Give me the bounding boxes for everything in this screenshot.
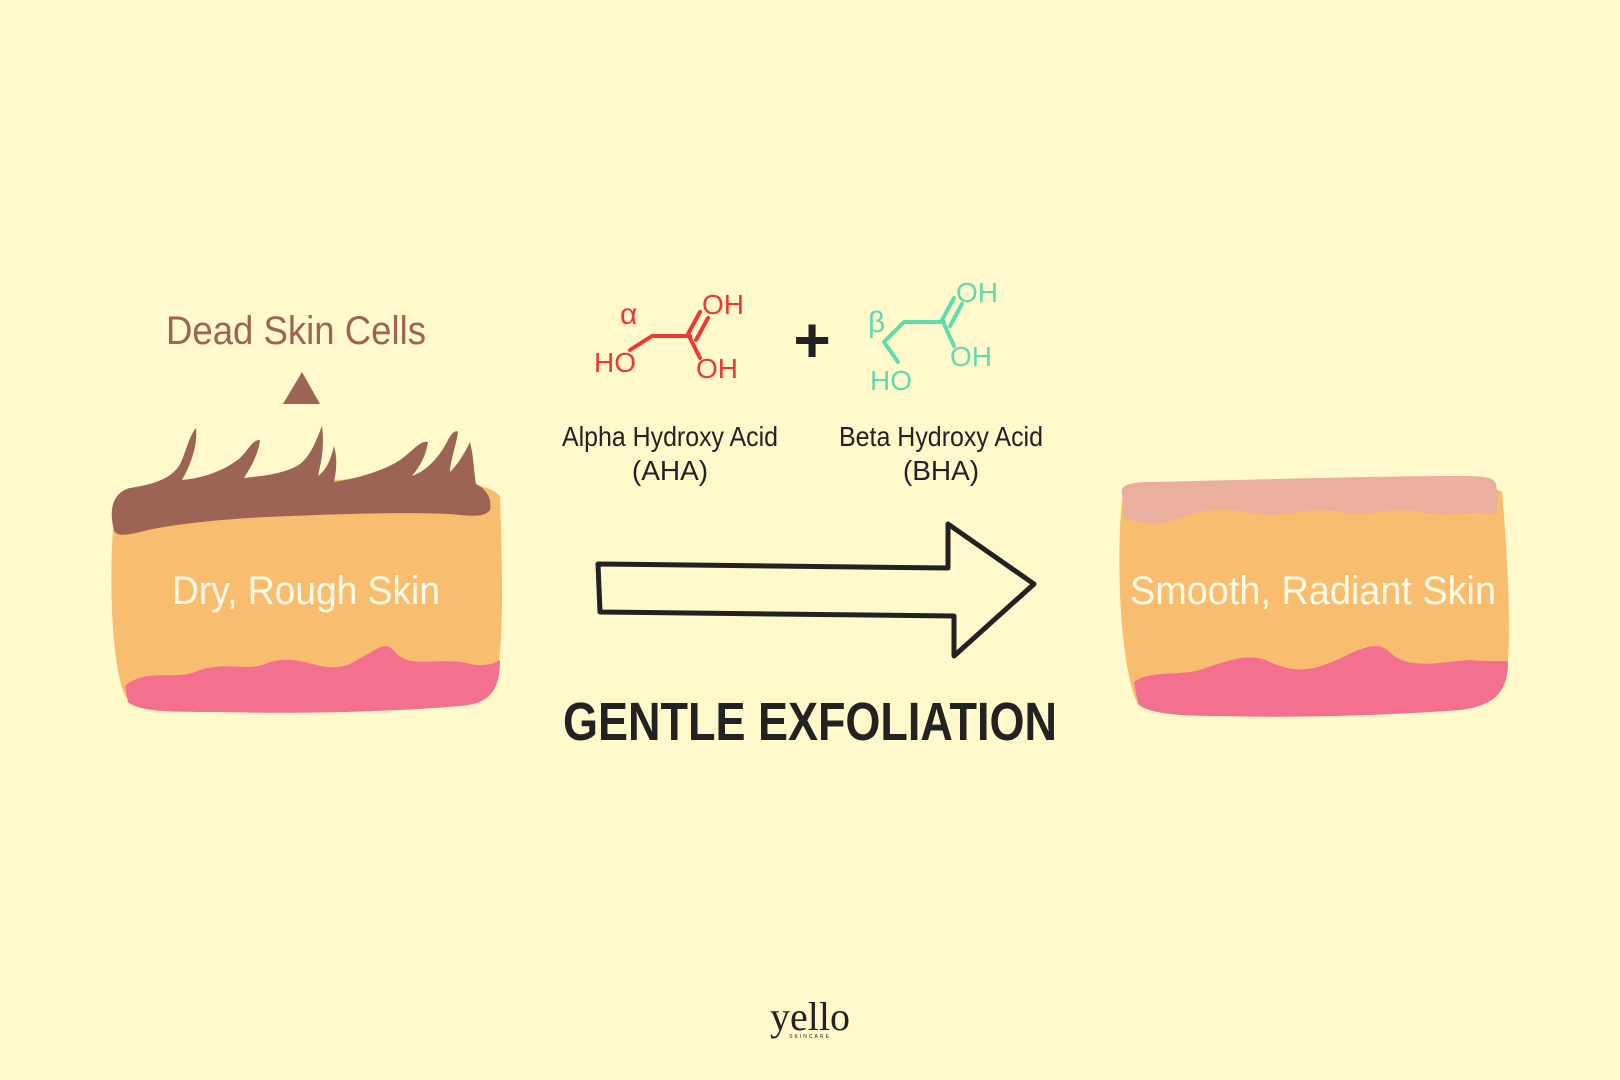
bha-bond-up <box>940 296 956 322</box>
brand-tagline: SKINCARE <box>789 1034 831 1040</box>
plus-sign: + <box>793 304 830 376</box>
aha-name-label: Alpha Hydroxy Acid <box>562 421 778 452</box>
smooth-skin-block: Smooth, Radiant Skin <box>1119 476 1509 717</box>
skin-middle-layer <box>111 478 503 709</box>
brand-logo: yello <box>770 994 850 1039</box>
aha-bond-down <box>688 336 702 360</box>
bha-beta-symbol: β <box>868 306 885 339</box>
bha-name-label: Beta Hydroxy Acid <box>839 421 1043 452</box>
right-arrow-icon <box>595 521 1037 659</box>
aha-bond-left <box>628 334 692 352</box>
aha-bond-up-double <box>694 316 710 342</box>
aha-abbrev-label: (AHA) <box>632 455 708 486</box>
smooth-radiant-skin-label: Smooth, Radiant Skin <box>1130 569 1496 613</box>
bha-bond-up-double <box>948 302 964 328</box>
up-triangle-icon <box>283 372 320 404</box>
bha-oh-top: OH <box>956 277 998 308</box>
bha-bond-down <box>942 322 956 348</box>
dry-rough-skin-label: Dry, Rough Skin <box>172 569 440 613</box>
bha-abbrev-label: (BHA) <box>903 455 979 486</box>
aha-ho: HO <box>594 347 636 378</box>
dead-skin-cells-label: Dead Skin Cells <box>166 309 426 353</box>
aha-bond-up <box>686 310 702 336</box>
bha-ho: HO <box>870 365 912 396</box>
bha-oh-bottom: OH <box>950 341 992 372</box>
aha-oh-bottom: OH <box>696 353 738 384</box>
aha-alpha-symbol: α <box>620 298 637 331</box>
smooth-skin-top-layer <box>1121 476 1498 524</box>
skin-bottom-layer <box>125 646 500 713</box>
smooth-skin-bottom-layer <box>1134 645 1508 717</box>
bha-bond-chain <box>882 320 946 364</box>
smooth-skin-middle-layer <box>1119 486 1509 713</box>
gentle-exfoliation-label: GENTLE EXFOLIATION <box>563 692 1057 752</box>
bha-molecule: β OH OH HO <box>868 277 998 396</box>
aha-molecule: α OH OH HO <box>594 289 744 384</box>
rough-skin-block: Dead Skin Cells Dry, Rough Skin <box>111 309 503 713</box>
dead-skin-layer <box>111 426 491 535</box>
aha-oh-top: OH <box>702 289 744 320</box>
